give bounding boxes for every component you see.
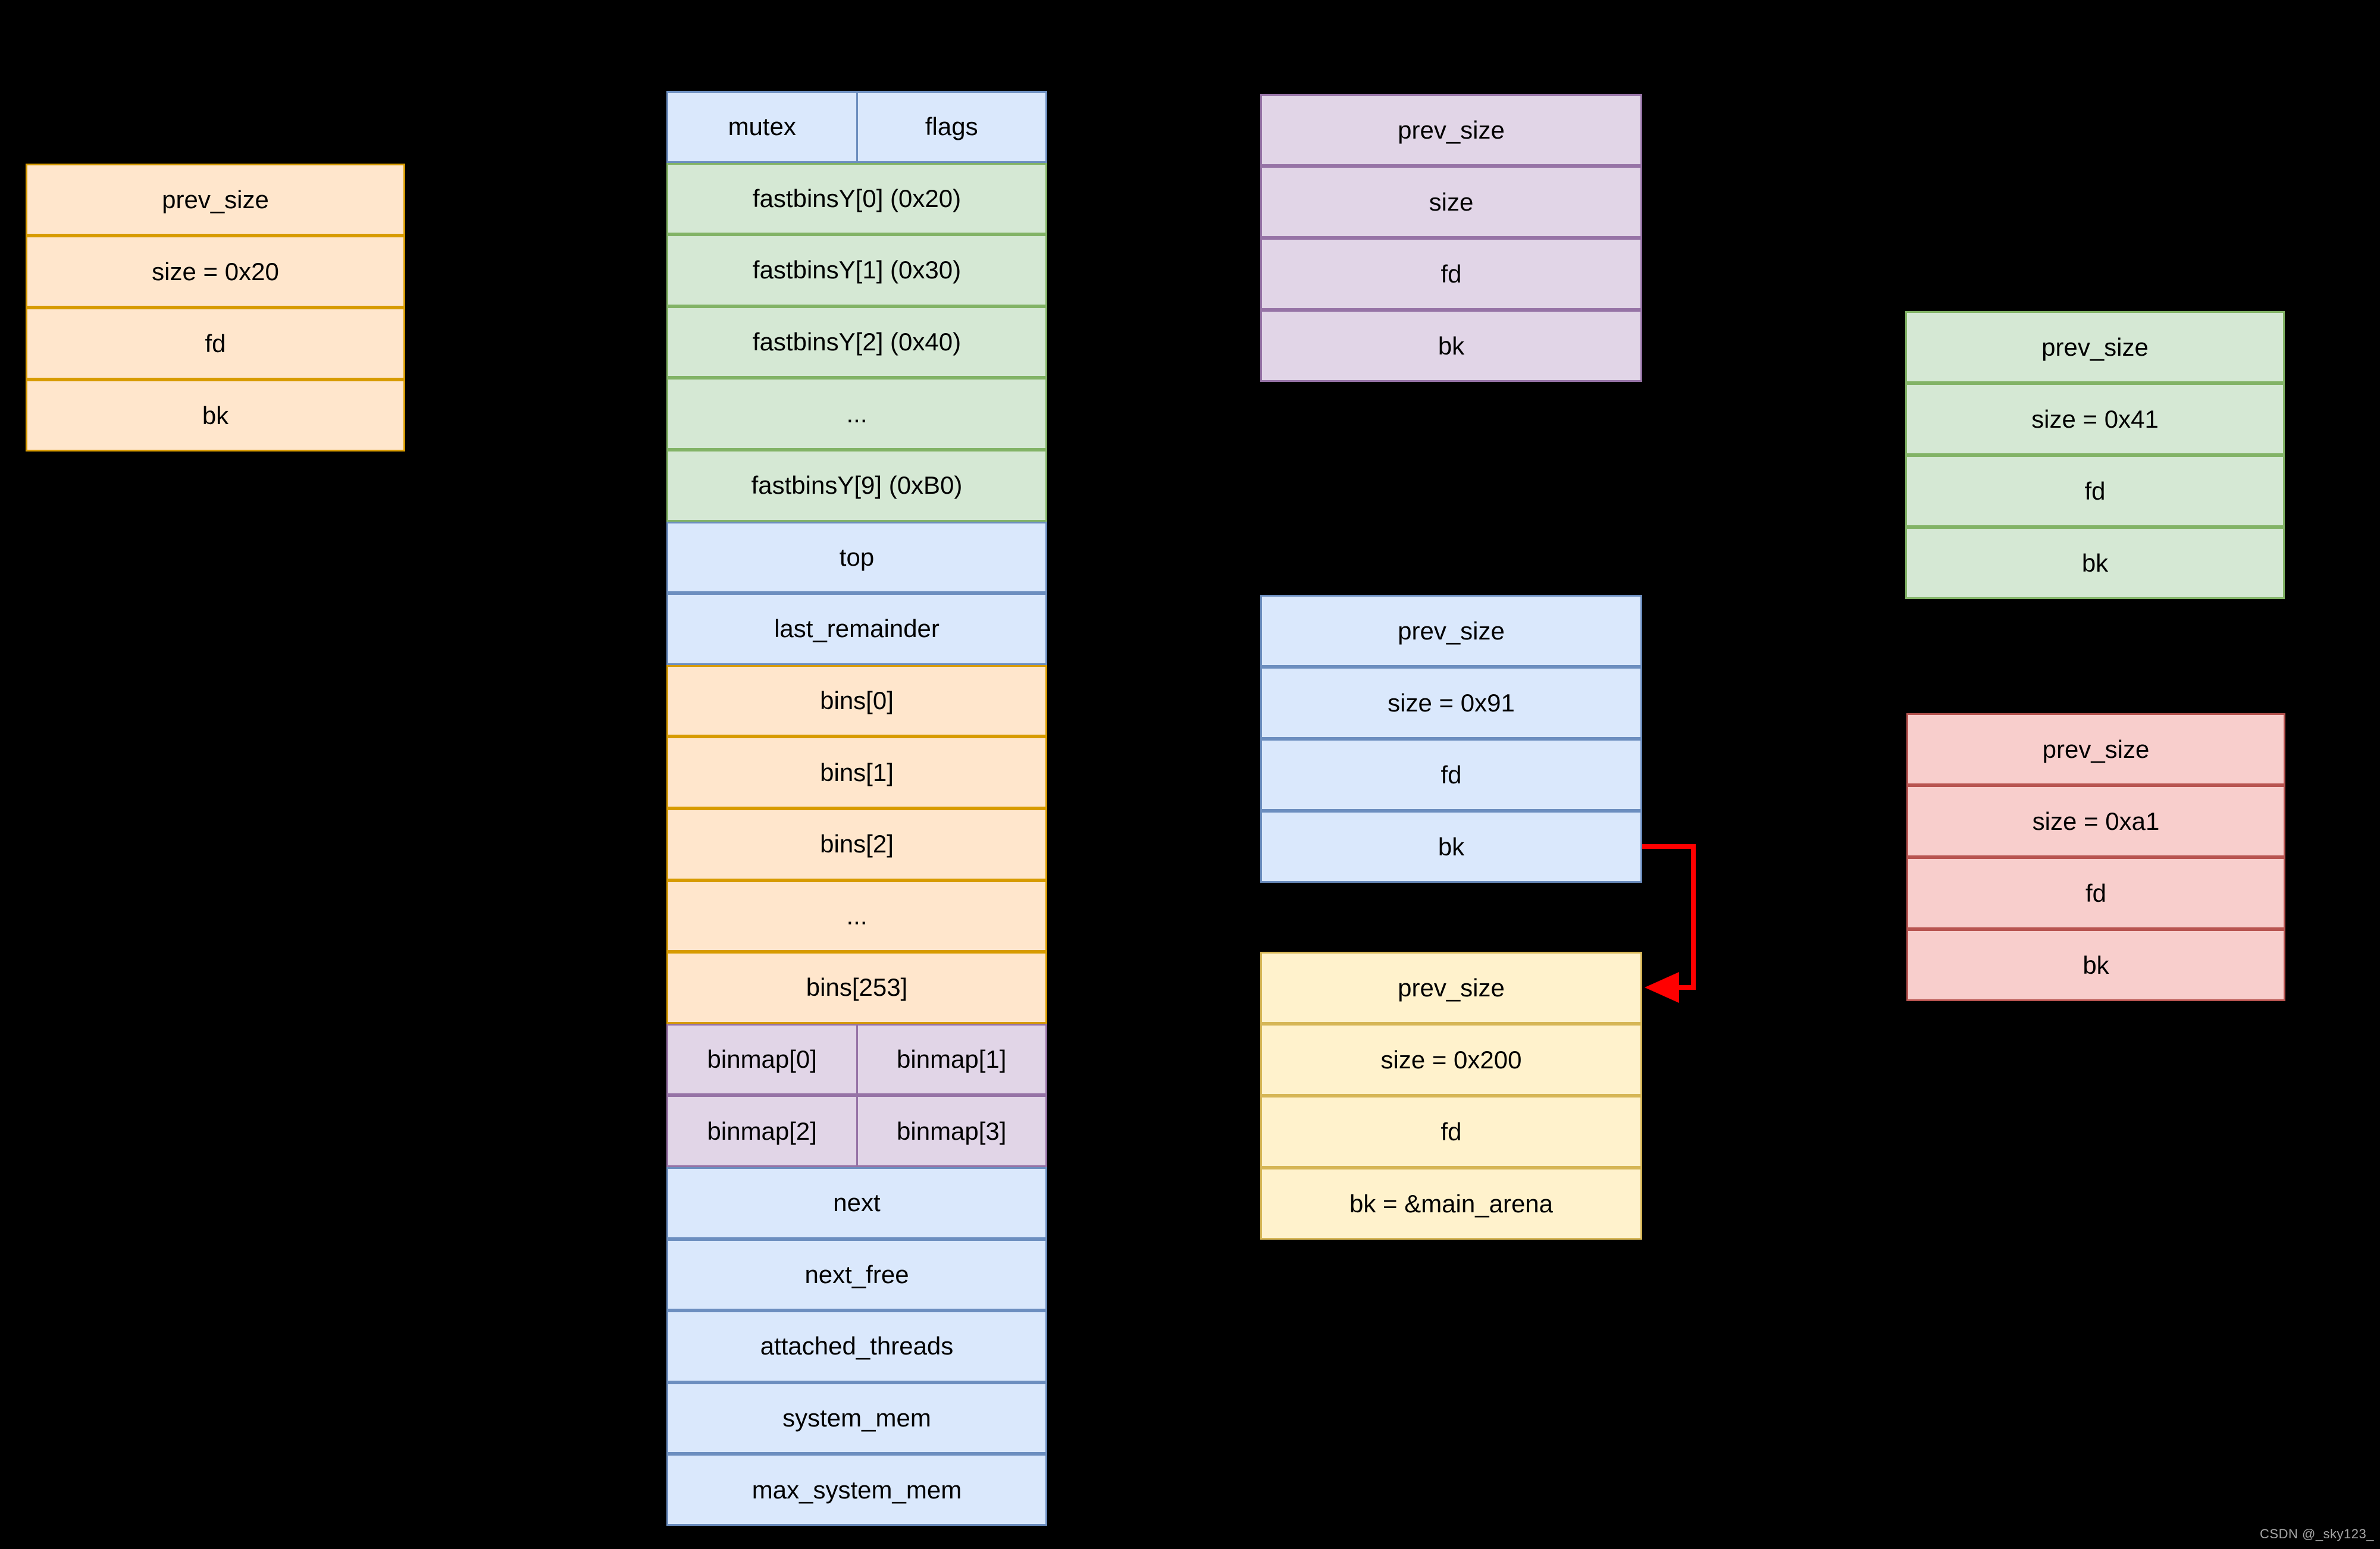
field-bins-253: bins[253]: [666, 952, 1047, 1024]
chunk-row-size: size = 0xa1: [1906, 785, 2285, 857]
chunk-pink-0xa1: prev_size size = 0xa1 fd bk: [1906, 713, 2285, 1001]
field-bins-1: bins[1]: [666, 736, 1047, 808]
chunk-row-bk: bk: [1260, 310, 1642, 382]
bk-pointer-arrowhead: [1645, 972, 1679, 1003]
chunk-row-size: size = 0x200: [1260, 1024, 1642, 1096]
field-fastbinsY-dots: ...: [666, 378, 1047, 450]
chunk-row-bk: bk = &main_arena: [1260, 1168, 1642, 1240]
field-bins-2: bins[2]: [666, 808, 1047, 880]
chunk-row-prev-size: prev_size: [1905, 311, 2285, 383]
chunk-row-prev-size: prev_size: [1260, 595, 1642, 667]
field-binmap-3: binmap[3]: [856, 1097, 1045, 1165]
field-next-free: next_free: [666, 1238, 1047, 1311]
malloc-state-struct: mutex flags fastbinsY[0] (0x20) fastbins…: [666, 91, 1047, 1526]
chunk-row-size: size = 0x41: [1905, 383, 2285, 455]
chunk-row-bk: bk: [1906, 929, 2285, 1001]
field-last-remainder: last_remainder: [666, 593, 1047, 665]
chunk-row-fd: fd: [26, 308, 405, 380]
field-mutex: mutex: [668, 93, 856, 161]
field-bins-dots: ...: [666, 880, 1047, 952]
field-binmap-0: binmap[0]: [668, 1025, 856, 1094]
chunk-row-prev-size: prev_size: [1906, 713, 2285, 785]
chunk-row-size: size: [1260, 166, 1642, 238]
field-binmap-1: binmap[1]: [856, 1025, 1045, 1094]
bk-pointer-arrow: [1642, 844, 1696, 1003]
chunk-purple: prev_size size fd bk: [1260, 94, 1642, 382]
field-bins-0: bins[0]: [666, 664, 1047, 737]
field-binmap-2: binmap[2]: [668, 1097, 856, 1165]
field-max-system-mem: max_system_mem: [666, 1454, 1047, 1526]
chunk-row-bk: bk: [1260, 811, 1642, 883]
chunk-row-bk: bk: [1905, 527, 2285, 599]
field-mutex-flags: mutex flags: [666, 91, 1047, 163]
chunk-yellow-0x200: prev_size size = 0x200 fd bk = &main_are…: [1260, 952, 1642, 1240]
chunk-row-fd: fd: [1260, 1096, 1642, 1168]
field-fastbinsY-9: fastbinsY[9] (0xB0): [666, 449, 1047, 522]
watermark: CSDN @_sky123_: [2260, 1526, 2374, 1541]
field-top: top: [666, 521, 1047, 594]
field-next: next: [666, 1167, 1047, 1239]
chunk-row-bk: bk: [26, 380, 405, 451]
field-system-mem: system_mem: [666, 1382, 1047, 1454]
field-fastbinsY-2: fastbinsY[2] (0x40): [666, 306, 1047, 378]
field-attached-threads: attached_threads: [666, 1310, 1047, 1382]
chunk-row-fd: fd: [1260, 739, 1642, 811]
chunk-blue-0x91: prev_size size = 0x91 fd bk: [1260, 595, 1642, 883]
chunk-row-size: size = 0x20: [26, 236, 405, 308]
chunk-row-prev-size: prev_size: [1260, 94, 1642, 166]
chunk-row-fd: fd: [1260, 238, 1642, 310]
chunk-row-fd: fd: [1906, 857, 2285, 929]
field-binmap-2-3: binmap[2] binmap[3]: [666, 1095, 1047, 1167]
chunk-orange-0x20: prev_size size = 0x20 fd bk: [26, 164, 405, 451]
bk-pointer-arrow-line: [1642, 844, 1696, 990]
field-fastbinsY-1: fastbinsY[1] (0x30): [666, 234, 1047, 306]
field-fastbinsY-0: fastbinsY[0] (0x20): [666, 162, 1047, 235]
chunk-row-prev-size: prev_size: [1260, 952, 1642, 1024]
field-flags: flags: [856, 93, 1045, 161]
chunk-green-0x41: prev_size size = 0x41 fd bk: [1905, 311, 2285, 599]
chunk-row-fd: fd: [1905, 455, 2285, 527]
chunk-row-size: size = 0x91: [1260, 667, 1642, 739]
chunk-row-prev-size: prev_size: [26, 164, 405, 236]
field-binmap-0-1: binmap[0] binmap[1]: [666, 1023, 1047, 1096]
